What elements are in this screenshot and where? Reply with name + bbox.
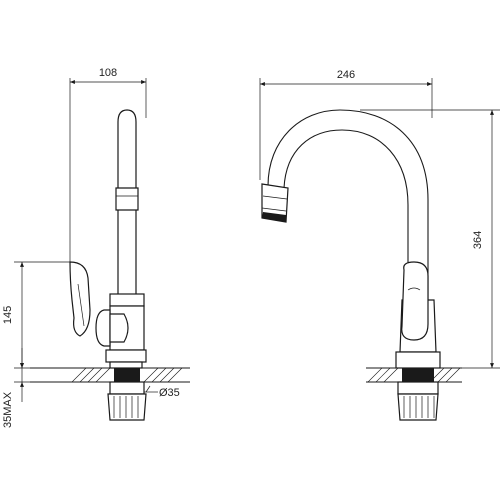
dimension-width-front: 246 xyxy=(259,69,433,180)
front-view: 246 364 xyxy=(259,69,500,421)
dimension-max-thickness: 35MAX xyxy=(2,348,60,428)
gooseneck-spout-front xyxy=(261,109,429,300)
dimension-height-side: 145 xyxy=(2,261,72,369)
faucet-body-front xyxy=(395,261,441,369)
dimension-label-145: 145 xyxy=(2,306,14,324)
dimension-label-108: 108 xyxy=(99,67,117,79)
mounting-thread-side xyxy=(107,368,147,421)
spout-side xyxy=(115,109,139,296)
mounting-thread-front xyxy=(397,368,439,421)
dimension-diameter: Ø35 xyxy=(144,385,180,399)
dimension-label-diameter: Ø35 xyxy=(159,387,180,399)
dimension-label-246: 246 xyxy=(337,69,355,81)
lever-handle-side xyxy=(69,261,91,337)
countertop-side xyxy=(30,367,190,383)
dimension-width-side: 108 xyxy=(69,67,147,268)
dimension-label-364: 364 xyxy=(472,231,484,249)
side-view: 108 145 35MAX xyxy=(2,67,190,428)
faucet-body-side xyxy=(95,293,147,369)
dimension-label-35max: 35MAX xyxy=(2,391,14,428)
